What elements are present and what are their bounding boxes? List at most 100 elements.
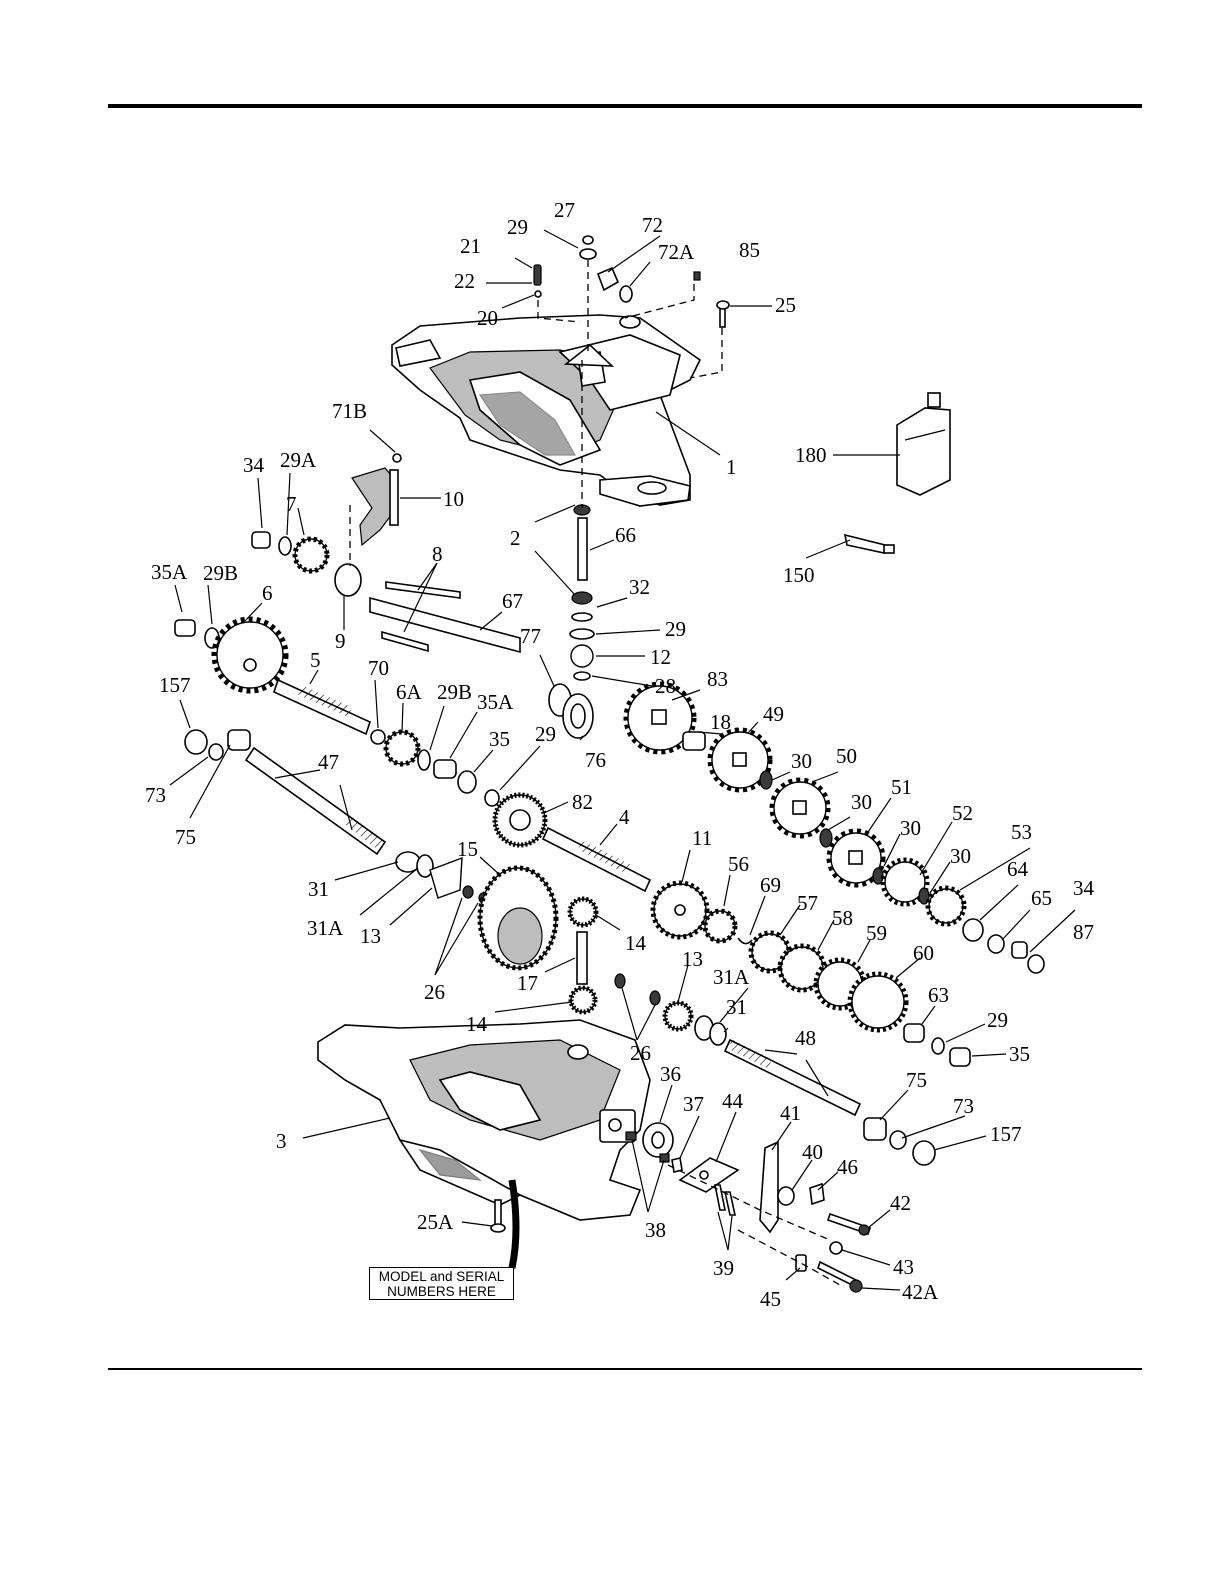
callout-line-1: MODEL and SERIAL (378, 1269, 505, 1284)
label-35A: 35A (151, 560, 188, 584)
shift-rods (369, 581, 521, 654)
label-75: 75 (906, 1068, 927, 1092)
label-75: 75 (175, 825, 196, 849)
label-31A: 31A (307, 916, 344, 940)
label-38: 38 (645, 1218, 666, 1242)
label-1: 1 (726, 455, 737, 479)
label-26: 26 (424, 980, 445, 1004)
label-35: 35 (1009, 1042, 1030, 1066)
label-40: 40 (802, 1140, 823, 1164)
label-70: 70 (368, 656, 389, 680)
label-49: 49 (763, 702, 784, 726)
label-4: 4 (619, 805, 630, 829)
label-30: 30 (851, 790, 872, 814)
label-18: 18 (710, 710, 731, 734)
label-76: 76 (585, 748, 606, 772)
label-35: 35 (489, 727, 510, 751)
label-27: 27 (554, 198, 575, 222)
label-36: 36 (660, 1062, 681, 1086)
label-59: 59 (866, 921, 887, 945)
pinions-14-17 (567, 896, 661, 1015)
label-25A: 25A (417, 1210, 454, 1234)
grease-tube (843, 533, 895, 554)
label-180: 180 (795, 443, 827, 467)
label-57: 57 (797, 891, 818, 915)
label-45: 45 (760, 1287, 781, 1311)
right-bearings (903, 1023, 971, 1067)
shift-fork (351, 453, 402, 547)
label-69: 69 (760, 873, 781, 897)
leader-lines (169, 229, 1076, 1291)
label-28: 28 (655, 674, 676, 698)
bevel-gear-82 (492, 792, 548, 848)
label-51: 51 (891, 775, 912, 799)
label-3: 3 (276, 1129, 287, 1153)
left-bearings (184, 729, 251, 761)
label-29: 29 (535, 722, 556, 746)
vertical-shaft (569, 504, 595, 681)
right-gear-stack (623, 681, 1045, 974)
label-29: 29 (987, 1008, 1008, 1032)
label-11: 11 (692, 826, 712, 850)
label-83: 83 (707, 667, 728, 691)
label-66: 66 (615, 523, 636, 547)
shaft-47 (244, 746, 488, 904)
label-22: 22 (454, 269, 475, 293)
label-34: 34 (1073, 876, 1095, 900)
left-gear-cluster (174, 531, 362, 694)
label-150: 150 (783, 563, 815, 587)
label-20: 20 (477, 306, 498, 330)
label-41: 41 (780, 1101, 801, 1125)
label-26: 26 (630, 1041, 651, 1065)
ring-gear-15 (477, 865, 559, 971)
label-30: 30 (950, 844, 971, 868)
label-7: 7 (286, 492, 297, 516)
label-35A: 35A (477, 690, 514, 714)
label-47: 47 (318, 750, 339, 774)
label-14: 14 (625, 931, 647, 955)
label-42: 42 (890, 1191, 911, 1215)
lower-housing (317, 1019, 651, 1221)
label-43: 43 (893, 1255, 914, 1279)
label-34: 34 (243, 453, 265, 477)
label-67: 67 (502, 589, 523, 613)
label-48: 48 (795, 1026, 816, 1050)
label-73: 73 (145, 783, 166, 807)
label-157: 157 (159, 673, 191, 697)
label-52: 52 (952, 801, 973, 825)
label-63: 63 (928, 983, 949, 1007)
model-serial-callout: MODEL and SERIAL NUMBERS HERE (369, 1267, 514, 1300)
bracket-assembly (625, 1122, 872, 1293)
label-60: 60 (913, 941, 934, 965)
label-13: 13 (682, 947, 703, 971)
label-25: 25 (775, 293, 796, 317)
label-157: 157 (990, 1122, 1022, 1146)
label-73: 73 (953, 1094, 974, 1118)
label-21: 21 (460, 234, 481, 258)
label-10: 10 (443, 487, 464, 511)
label-29B: 29B (203, 561, 238, 585)
bolt-and-cable (490, 1179, 520, 1269)
label-12: 12 (650, 645, 671, 669)
label-65: 65 (1031, 886, 1052, 910)
label-29A: 29A (280, 448, 317, 472)
label-15: 15 (457, 837, 478, 861)
label-31A: 31A (713, 965, 750, 989)
label-72A: 72A (658, 240, 695, 264)
label-29: 29 (665, 617, 686, 641)
shaft-48 (723, 1038, 936, 1166)
label-6A: 6A (396, 680, 423, 704)
label-30: 30 (900, 816, 921, 840)
label-46: 46 (837, 1155, 858, 1179)
label-29: 29 (507, 215, 528, 239)
label-8: 8 (432, 542, 443, 566)
label-30: 30 (791, 749, 812, 773)
oil-bottle (896, 392, 951, 496)
label-71B: 71B (332, 399, 367, 423)
label-2: 2 (510, 526, 521, 550)
label-87: 87 (1073, 920, 1094, 944)
label-29B: 29B (437, 680, 472, 704)
label-53: 53 (1011, 820, 1032, 844)
